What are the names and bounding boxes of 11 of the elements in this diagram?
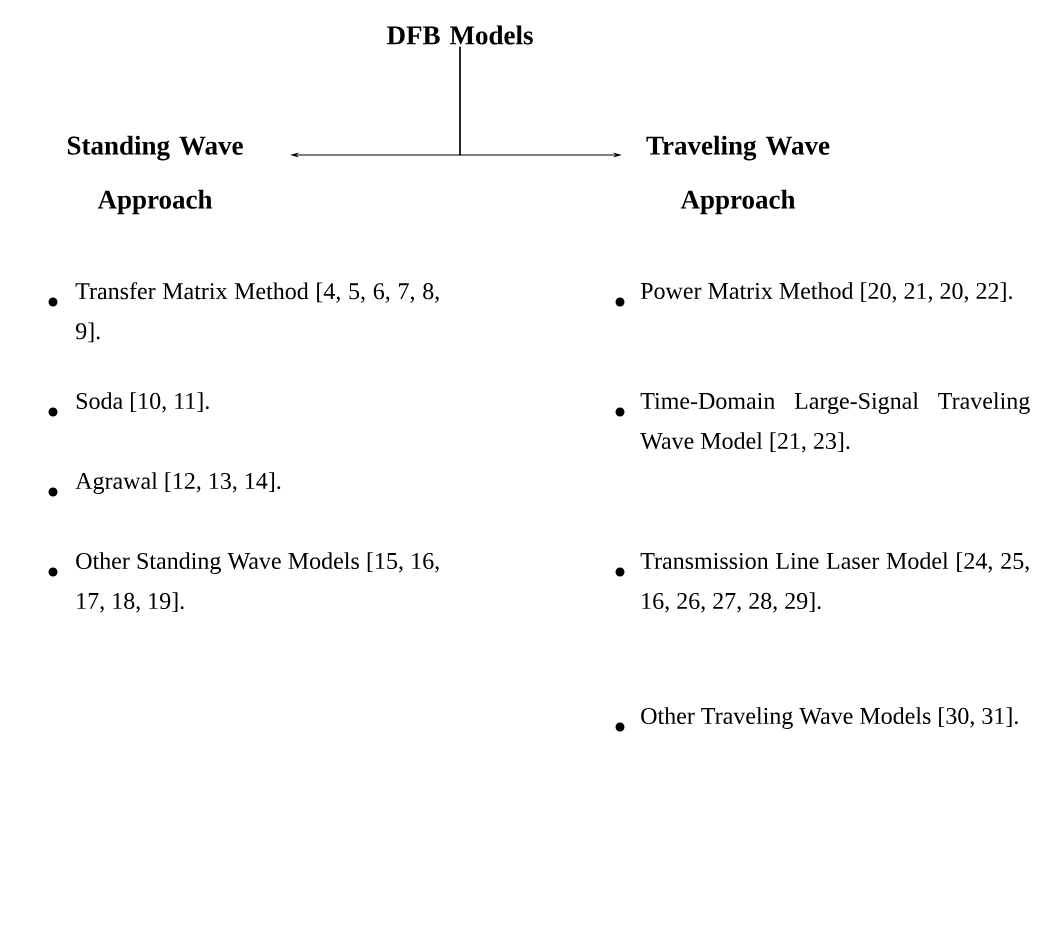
list-item: Other Standing Wave Models [15, 16, 17, 18, 19]. xyxy=(76,552,439,613)
list-item: Other Traveling Wave Models [30, 31]. xyxy=(641,707,1018,729)
list-item: Transmission Line Laser Model [24, 25, 16, 26, 27, 28, 29]. xyxy=(640,552,1029,613)
list-item: Transfer Matrix Method [4, 5, 6, 7, 8, 9]. xyxy=(75,282,439,343)
branch-heading: Standing Wave Approach xyxy=(67,135,243,215)
list-item: Time-Domain Large-Signal Traveling Wave Model [21, 23]. xyxy=(640,392,1030,453)
branch-heading: Traveling Wave Approach xyxy=(646,135,830,215)
list-item: Agrawal [12, 13, 14]. xyxy=(75,472,281,494)
list-item: Power Matrix Method [20, 21, 20, 22]. xyxy=(640,282,1012,303)
title-heading: DFB Models xyxy=(387,25,533,45)
list-item: Soda [10, 11]. xyxy=(76,392,209,413)
